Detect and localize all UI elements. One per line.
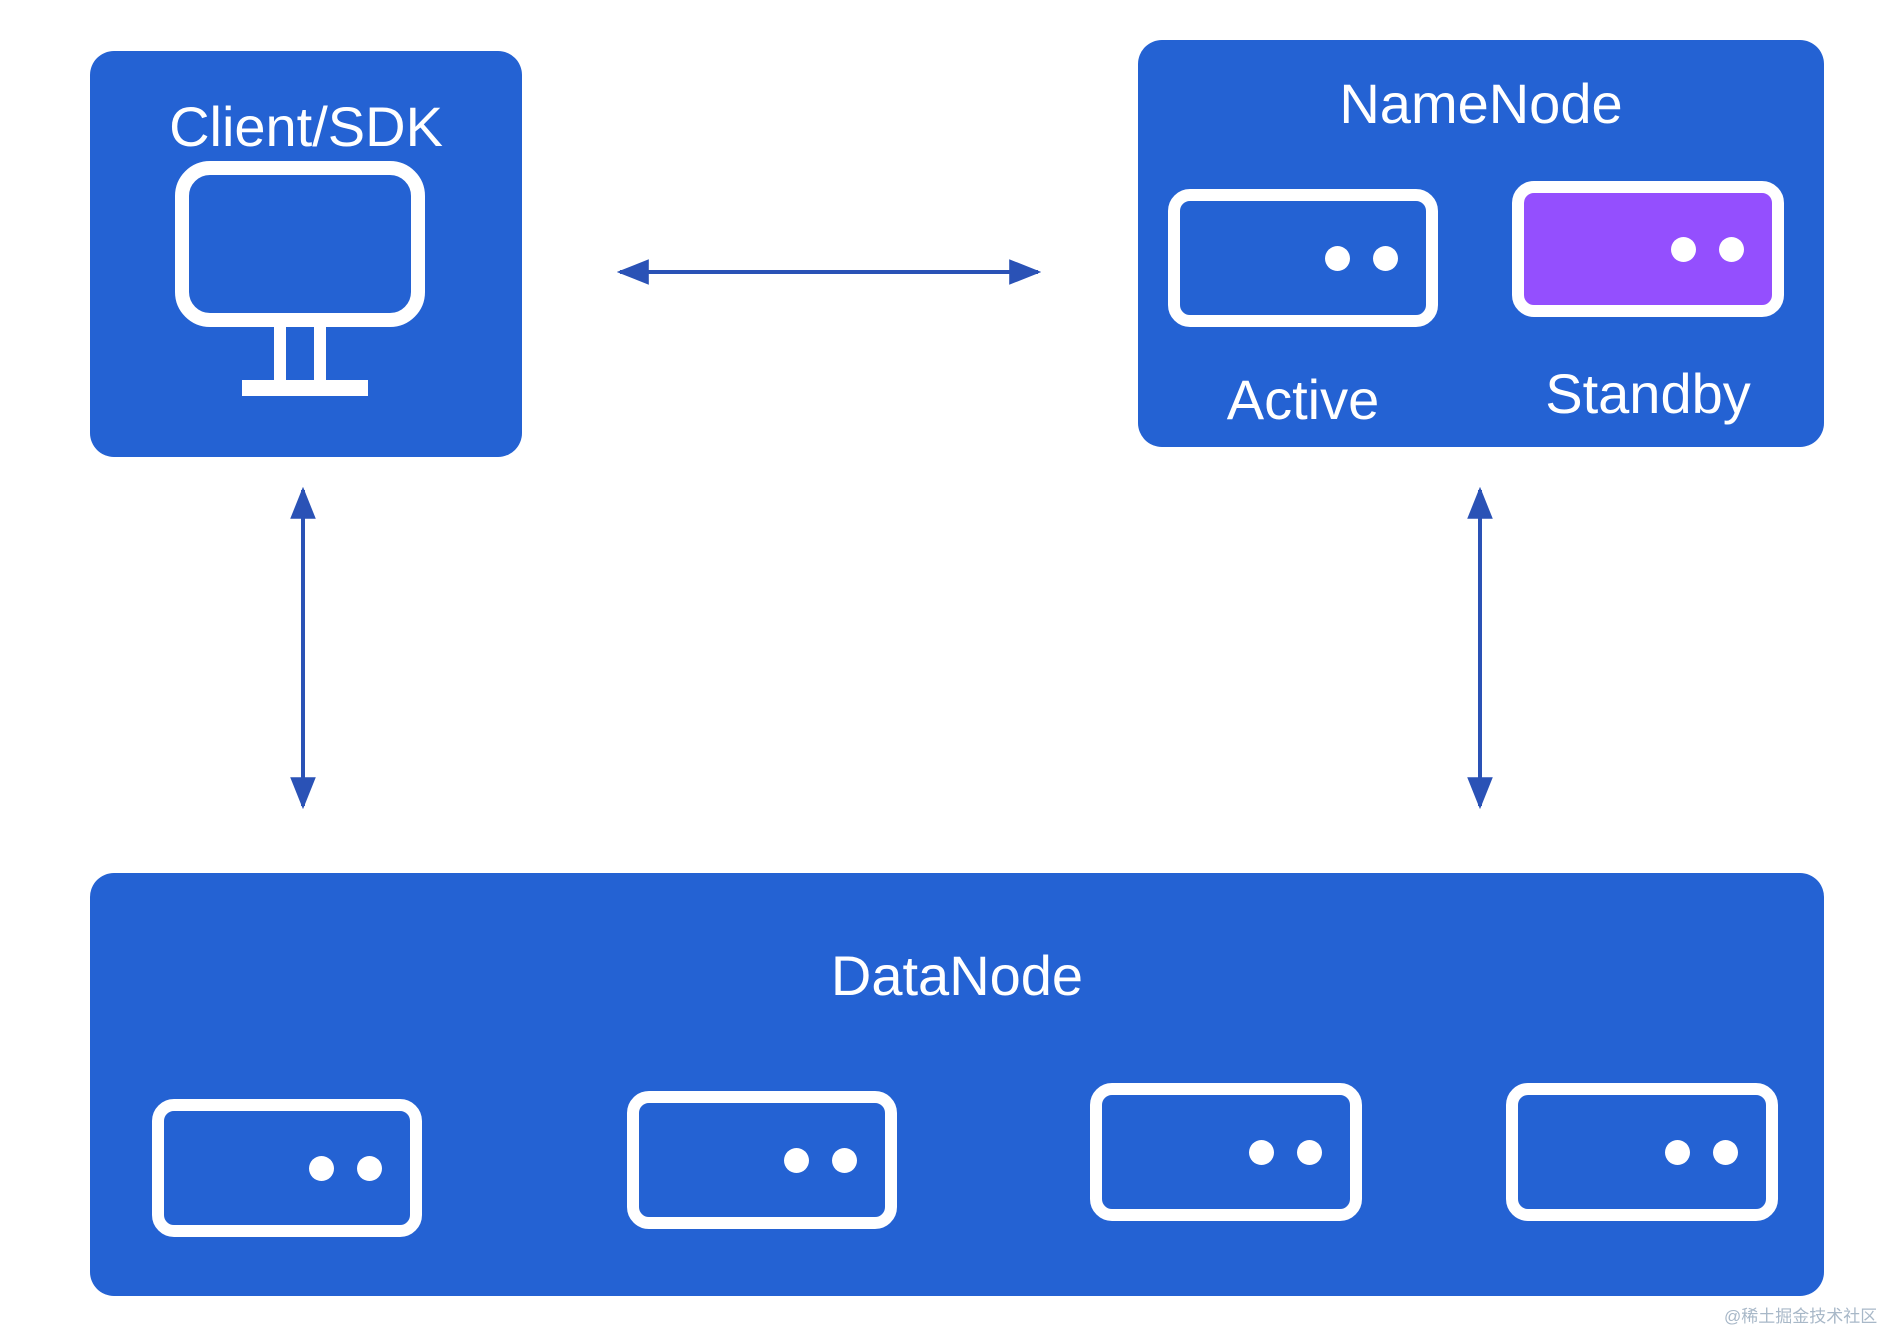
status-dot [1665, 1140, 1690, 1165]
status-dot [1671, 237, 1696, 262]
datanode-server-4 [1506, 1083, 1778, 1221]
monitor-icon [175, 161, 425, 396]
watermark: @稀土掘金技术社区 [1724, 1307, 1878, 1326]
status-dot [1713, 1140, 1738, 1165]
standby-label: Standby [1545, 362, 1751, 425]
active-label: Active [1226, 368, 1380, 431]
datanode-server-3 [1090, 1083, 1362, 1221]
namenode-panel: NameNode Active Standby [1138, 40, 1824, 447]
datanode-title: DataNode [830, 944, 1084, 1007]
datanode-server-1 [152, 1099, 422, 1237]
status-dot [1325, 246, 1350, 271]
status-dot [1249, 1140, 1274, 1165]
status-dot [1297, 1140, 1322, 1165]
status-dot [1373, 246, 1398, 271]
datanode-panel: DataNode [90, 873, 1824, 1296]
datanode-server-2 [627, 1091, 897, 1229]
active-namenode-server [1168, 189, 1438, 327]
namenode-title: NameNode [1339, 72, 1623, 135]
status-dot [357, 1156, 382, 1181]
standby-namenode-server [1512, 181, 1784, 317]
status-dot [309, 1156, 334, 1181]
client-sdk-title: Client/SDK [169, 95, 443, 158]
client-sdk-panel: Client/SDK [90, 51, 522, 457]
status-dot [832, 1148, 857, 1173]
status-dot [784, 1148, 809, 1173]
status-dot [1719, 237, 1744, 262]
